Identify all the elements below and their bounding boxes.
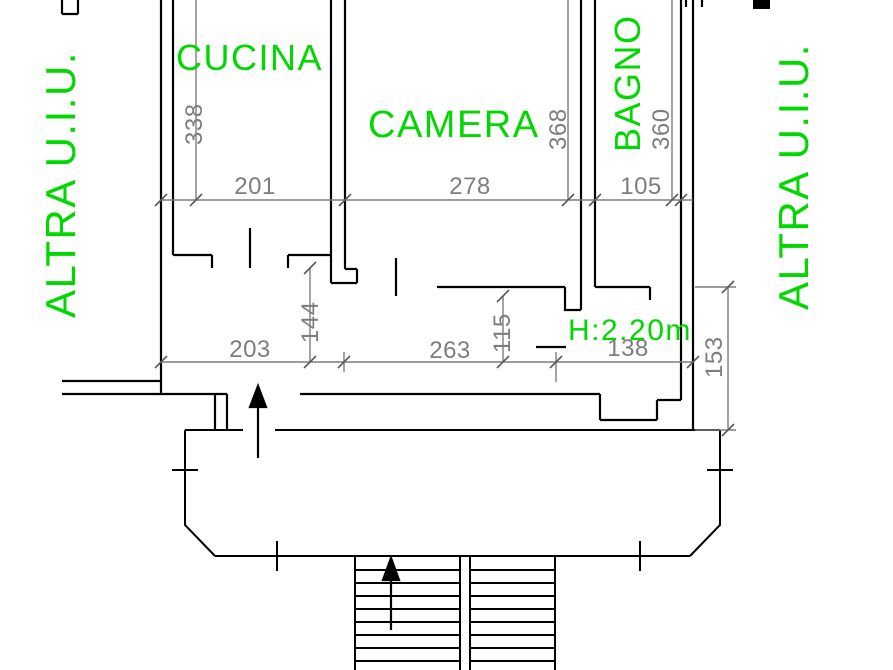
wall-camera-bottom [437, 285, 581, 312]
landing-outline [172, 429, 733, 571]
dim-115: 115 [489, 313, 516, 353]
dim-201: 201 [234, 173, 276, 200]
wall-right-outer [679, 0, 695, 430]
wall-stub-far-right [753, 0, 770, 9]
stairs [354, 556, 556, 670]
wall-entrance-pier [213, 394, 229, 430]
dim-153: 153 [701, 336, 728, 378]
wall-bagno-bottom [595, 285, 652, 300]
walls [60, 0, 770, 430]
dim-338: 338 [181, 103, 208, 145]
wall-hall-top [173, 253, 331, 268]
stairs-treads-left [355, 569, 460, 662]
stairs-treads-right [470, 569, 555, 662]
label-height-note: H:2.20m [568, 314, 692, 347]
dim-witness-153 [695, 286, 736, 431]
label-bagno: BAGNO [607, 14, 648, 152]
room-labels: CUCINA CAMERA BAGNO H:2.20m ALTRA U.I.U.… [37, 14, 817, 347]
label-camera: CAMERA [368, 104, 540, 146]
dim-368: 368 [545, 108, 572, 150]
dim-105: 105 [620, 173, 662, 200]
dim-203: 203 [229, 336, 271, 363]
dim-263: 263 [429, 337, 471, 364]
wall-camera-bagno [579, 0, 597, 310]
dim-360: 360 [648, 108, 675, 150]
ticks-lower [154, 355, 700, 369]
dimension-labels: 201 278 105 203 263 138 338 368 360 144 … [181, 103, 728, 378]
wall-stub-top-left [60, 0, 80, 16]
wall-stub-top-right [684, 0, 704, 7]
dim-278: 278 [449, 173, 491, 200]
ticks-upper [154, 193, 688, 207]
ticks-144 [303, 261, 317, 369]
label-cucina: CUCINA [176, 37, 323, 78]
ticks-153 [721, 280, 735, 437]
stairs-stringers [354, 556, 556, 670]
landing-left-edge [184, 430, 216, 557]
dimension-lines [161, 0, 736, 431]
dim-144: 144 [297, 301, 324, 343]
stairs-arrow-head [381, 554, 401, 582]
wall-cucina-camera [329, 0, 359, 285]
label-altra-uiu-left: ALTRA U.I.U. [37, 51, 84, 318]
dim-138: 138 [607, 335, 649, 362]
dimension-ticks [154, 193, 735, 437]
arrows [248, 382, 401, 630]
entrance-arrow-head [248, 382, 268, 409]
landing-right-edge [689, 430, 721, 557]
ticks-115 [496, 289, 510, 369]
label-altra-uiu-right: ALTRA U.I.U. [770, 43, 817, 310]
wall-bottom-left [62, 379, 227, 396]
wall-left-outer [159, 0, 175, 394]
wall-corridor-bottom [300, 392, 681, 422]
